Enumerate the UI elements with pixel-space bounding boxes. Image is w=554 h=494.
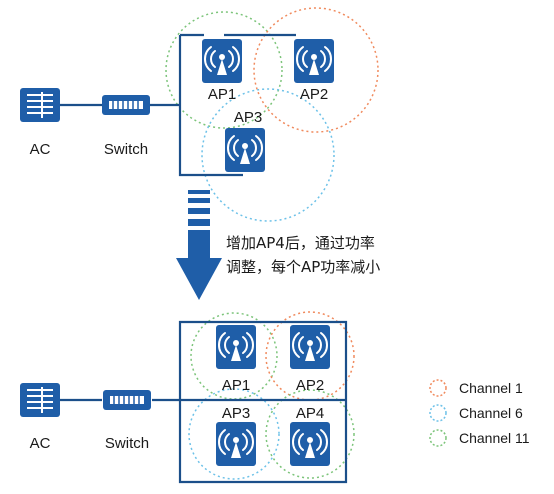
top-ap1-coverage: [165, 11, 283, 129]
top-topology: AC Switch AP1 AP2 AP3: [19, 7, 379, 222]
top-ac-icon: [19, 87, 61, 123]
bottom-ap4-coverage: [265, 389, 355, 479]
legend-swatch-channel-6: [429, 404, 447, 422]
top-ap2-coverage: [253, 7, 379, 133]
legend-swatch-channel-1: [429, 379, 447, 397]
top-ap1-icon: [201, 38, 243, 84]
legend-label-channel-6: Channel 6: [459, 405, 523, 421]
legend-label-channel-1: Channel 1: [459, 380, 523, 396]
legend-swatch-channel-11: [429, 429, 447, 447]
top-switch-icon: [101, 94, 151, 116]
bottom-switch-icon: [102, 389, 152, 411]
top-ap2-icon: [293, 38, 335, 84]
bottom-ac-icon: [19, 382, 61, 418]
bottom-ap4-label: AP4: [296, 405, 324, 422]
bottom-ap1-label: AP1: [222, 377, 250, 394]
bottom-switch-label: Switch: [105, 435, 149, 452]
bottom-ap3-icon: [215, 421, 257, 467]
bottom-ap2-icon: [289, 324, 331, 370]
legend: Channel 1 Channel 6 Channel 11: [429, 379, 530, 447]
bottom-ac-label: AC: [30, 435, 51, 452]
bottom-ap2-coverage: [265, 311, 355, 401]
bottom-ap3-coverage: [188, 388, 280, 480]
top-ap2-label: AP2: [300, 86, 328, 103]
legend-label-channel-11: Channel 11: [459, 430, 530, 446]
bottom-ap3-label: AP3: [222, 405, 250, 422]
bottom-ap1-icon: [215, 324, 257, 370]
top-ap3-label: AP3: [234, 109, 262, 126]
top-wire-bus: [178, 35, 243, 177]
bottom-topology: AC Switch AP1 AP2 AP3 AP4: [19, 311, 355, 484]
top-ap3-icon: [224, 127, 266, 173]
transition-text-line1: 增加AP4后，通过功率: [226, 234, 375, 252]
bottom-ap2-label: AP2: [296, 377, 324, 394]
top-ap1-label: AP1: [208, 86, 236, 103]
bottom-ap4-icon: [289, 421, 331, 467]
bottom-ap1-coverage: [190, 312, 278, 400]
transition-arrow: [176, 190, 222, 300]
top-switch-label: Switch: [104, 141, 148, 158]
top-ac-label: AC: [30, 141, 51, 158]
transition-text-line2: 调整，每个AP功率减小: [226, 258, 380, 276]
top-ap3-coverage: [201, 88, 335, 222]
bottom-wire-bus: [178, 320, 348, 484]
